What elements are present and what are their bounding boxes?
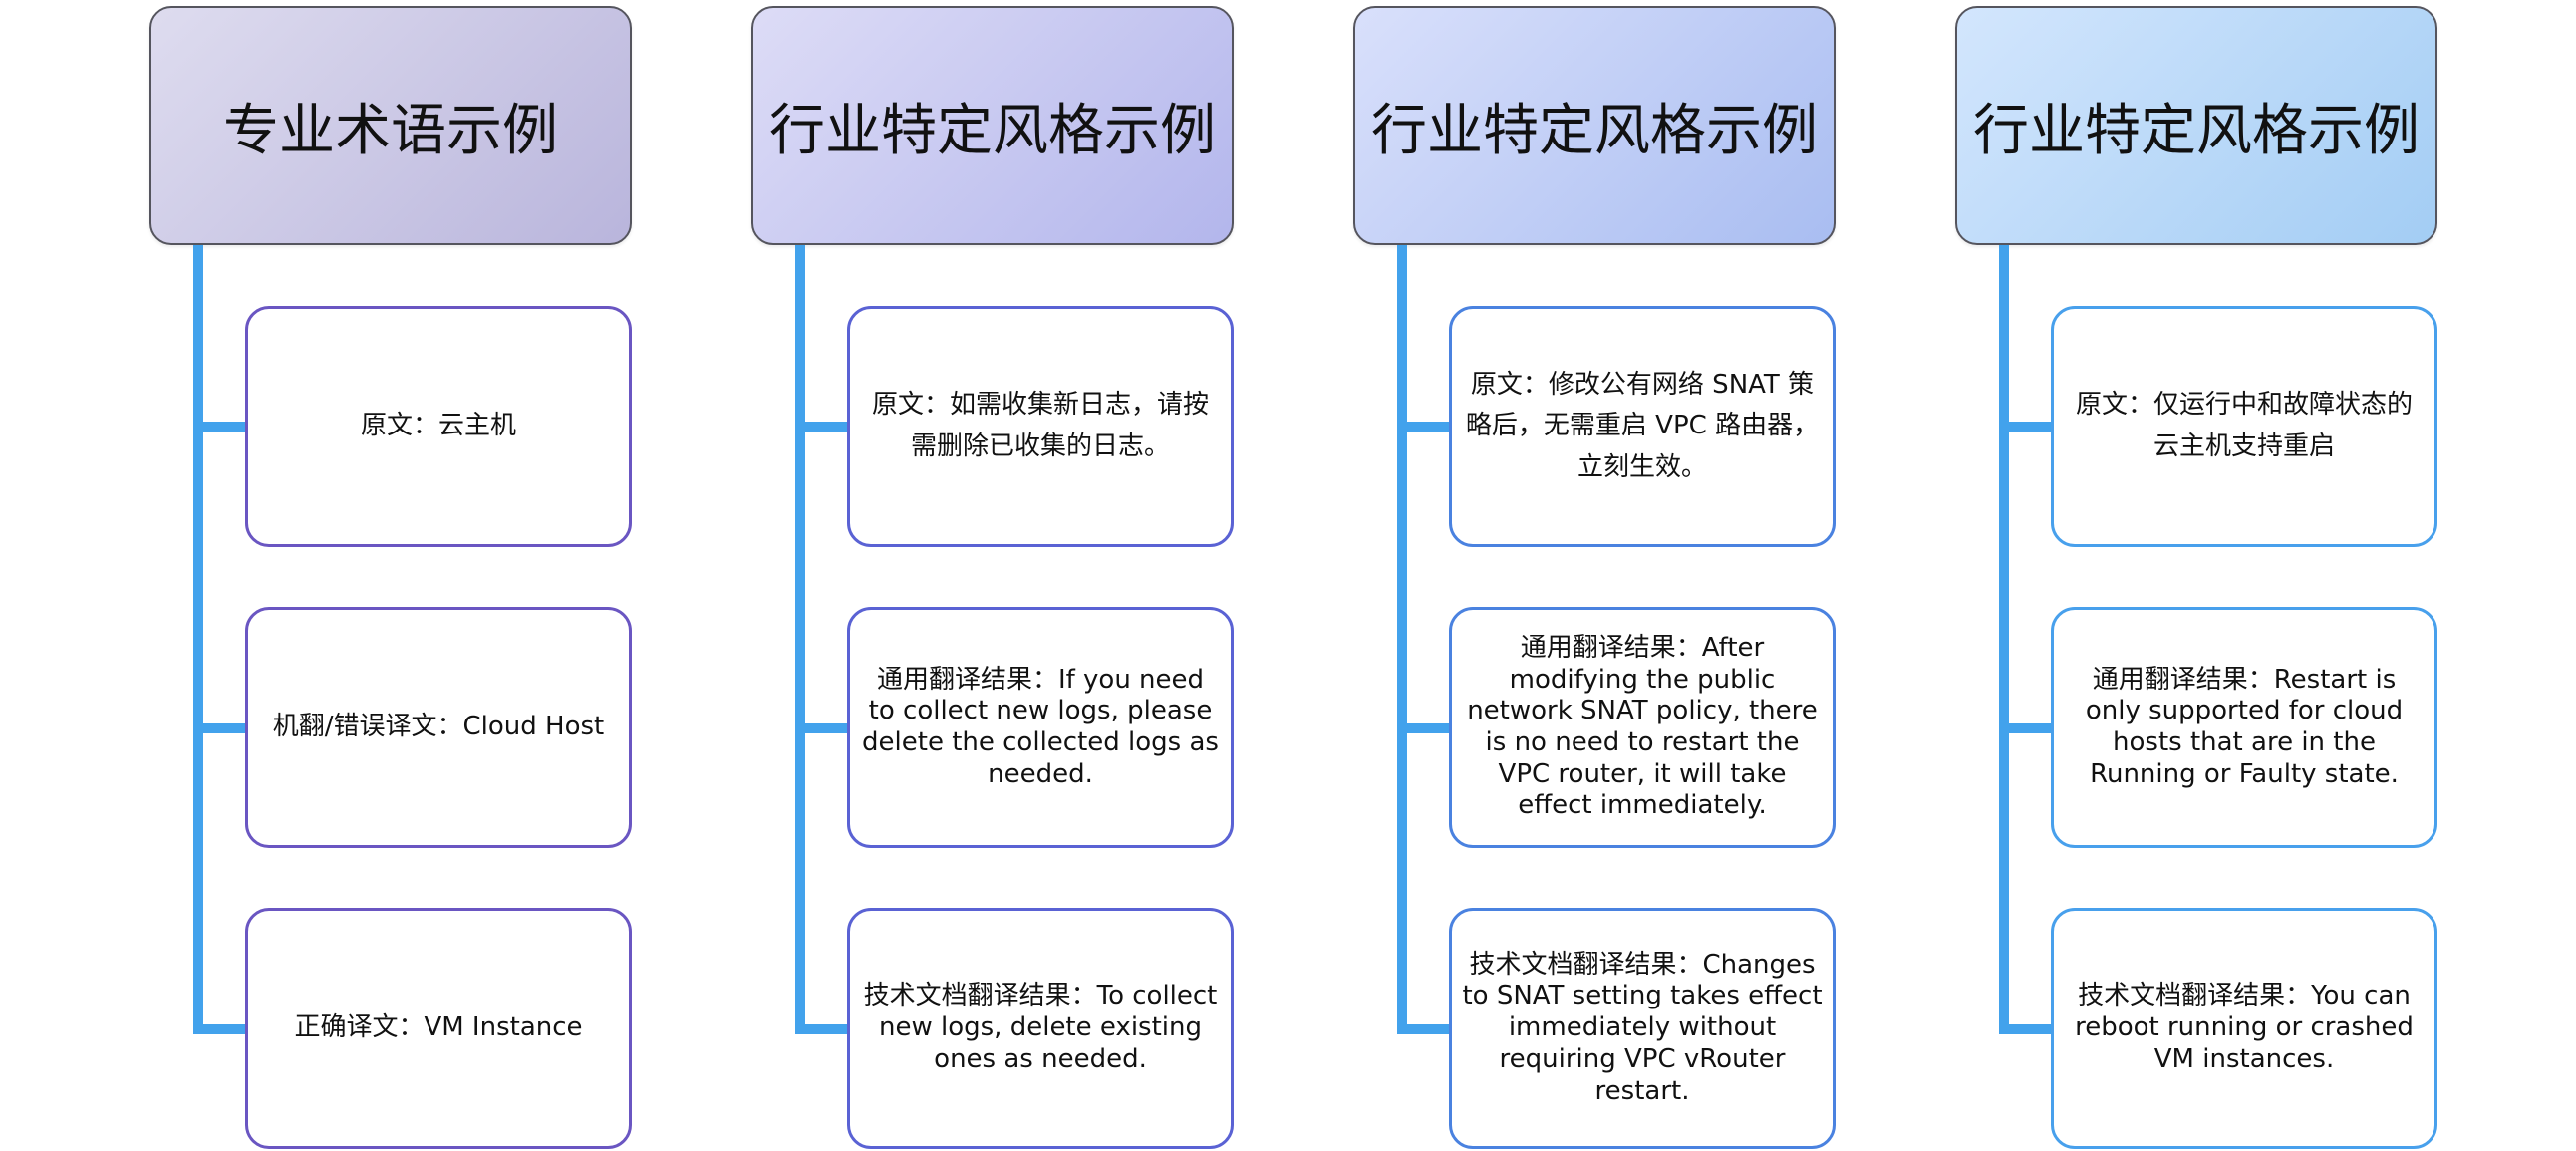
connector-branch [1397, 723, 1449, 733]
example-card-technical-translation: 技术文档翻译结果：You can reboot running or crash… [2051, 908, 2437, 1149]
example-card-source: 原文：仅运行中和故障状态的云主机支持重启 [2051, 306, 2437, 547]
example-card-general-translation: 通用翻译结果：After modifying the public networ… [1449, 607, 1836, 848]
card-text: 原文：仅运行中和故障状态的云主机支持重启 [2075, 390, 2413, 461]
example-card-general-translation: 通用翻译结果：Restart is only supported for clo… [2051, 607, 2437, 848]
column-industry-style-3: 行业特定风格示例 原文：仅运行中和故障状态的云主机支持重启 通用翻译结果：Res… [1955, 0, 2513, 1151]
connector-branch [193, 723, 245, 733]
example-card-source: 原文：云主机 [245, 306, 632, 547]
connector-branch [795, 422, 847, 432]
card-text: 原文：云主机 [360, 411, 516, 441]
example-card-source: 原文：如需收集新日志，请按需删除已收集的日志。 [847, 306, 1234, 547]
column-industry-style-2: 行业特定风格示例 原文：修改公有网络 SNAT 策略后，无需重启 VPC 路由器… [1353, 0, 1911, 1151]
example-card-technical-translation: 技术文档翻译结果：To collect new logs, delete exi… [847, 908, 1234, 1149]
connector-branch [193, 1024, 245, 1034]
example-card-correct-translation: 正确译文：VM Instance [245, 908, 632, 1149]
column-title: 行业特定风格示例 [769, 98, 1216, 163]
card-text: 正确译文：VM Instance [294, 1012, 583, 1043]
example-card-source: 原文：修改公有网络 SNAT 策略后，无需重启 VPC 路由器，立刻生效。 [1449, 306, 1836, 547]
card-text: 原文：如需收集新日志，请按需删除已收集的日志。 [871, 390, 1209, 461]
column-header: 专业术语示例 [149, 6, 632, 245]
card-text: 通用翻译结果：After modifying the public networ… [1467, 632, 1818, 821]
example-card-general-translation: 通用翻译结果：If you need to collect new logs, … [847, 607, 1234, 848]
example-card-technical-translation: 技术文档翻译结果：Changes to SNAT setting takes e… [1449, 908, 1836, 1149]
connector-branch [1999, 723, 2051, 733]
column-header: 行业特定风格示例 [1955, 6, 2437, 245]
card-text: 技术文档翻译结果：To collect new logs, delete exi… [863, 981, 1218, 1074]
column-industry-style-1: 行业特定风格示例 原文：如需收集新日志，请按需删除已收集的日志。 通用翻译结果：… [751, 0, 1309, 1151]
card-text: 通用翻译结果：If you need to collect new logs, … [862, 664, 1219, 789]
connector-branch [795, 723, 847, 733]
connector-branch [1999, 422, 2051, 432]
column-header: 行业特定风格示例 [751, 6, 1234, 245]
column-header: 行业特定风格示例 [1353, 6, 1836, 245]
connector-branch [1397, 1024, 1449, 1034]
card-text: 机翻/错误译文：Cloud Host [272, 712, 605, 742]
connector-branch [193, 422, 245, 432]
connector-branch [1999, 1024, 2051, 1034]
connector-branch [795, 1024, 847, 1034]
card-text: 技术文档翻译结果：Changes to SNAT setting takes e… [1462, 949, 1823, 1106]
connector-stem [795, 245, 805, 1034]
card-text: 原文：修改公有网络 SNAT 策略后，无需重启 VPC 路由器，立刻生效。 [1465, 369, 1820, 482]
column-title: 行业特定风格示例 [1371, 98, 1818, 163]
connector-stem [193, 245, 203, 1034]
column-terminology: 专业术语示例 原文：云主机 机翻/错误译文：Cloud Host 正确译文：VM… [149, 0, 708, 1151]
example-card-machine-translation: 机翻/错误译文：Cloud Host [245, 607, 632, 848]
connector-stem [1999, 245, 2009, 1034]
card-text: 通用翻译结果：Restart is only supported for clo… [2085, 664, 2404, 789]
connector-stem [1397, 245, 1407, 1034]
column-title: 专业术语示例 [223, 98, 558, 163]
connector-branch [1397, 422, 1449, 432]
card-text: 技术文档翻译结果：You can reboot running or crash… [2075, 981, 2414, 1074]
column-title: 行业特定风格示例 [1973, 98, 2420, 163]
